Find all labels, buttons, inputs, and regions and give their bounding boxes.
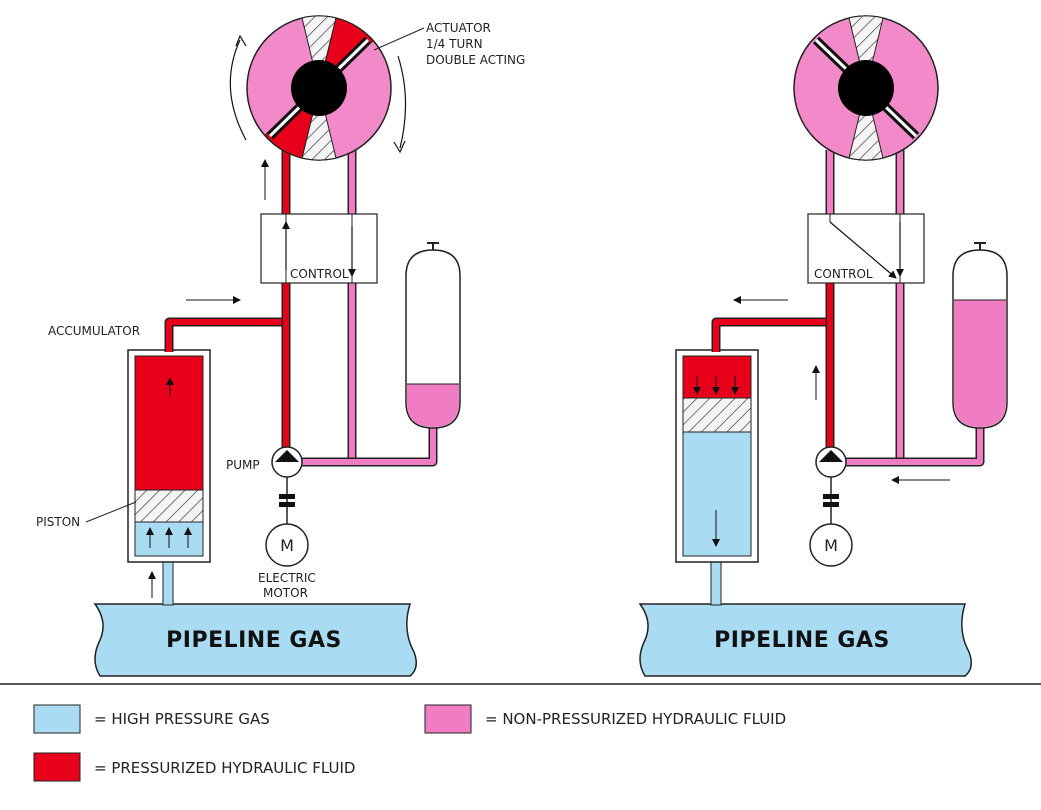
legend-label-high-pressure-gas: = HIGH PRESSURE GAS — [94, 710, 270, 728]
actuator-label-3: DOUBLE ACTING — [426, 53, 525, 67]
pump-label: PUMP — [226, 458, 260, 472]
control-label-right: CONTROL — [814, 267, 873, 281]
legend-swatch-pressurized-fluid — [33, 752, 81, 782]
piston-label: PISTON — [36, 515, 80, 529]
accumulator-label: ACCUMULATOR — [48, 324, 140, 338]
actuator-label-2: 1/4 TURN — [426, 37, 483, 51]
gas-supply-pipe-left — [162, 559, 174, 606]
reservoir-fluid-left — [407, 384, 459, 427]
control-arrow-diag-right — [829, 221, 897, 279]
legend-swatch-high-pressure-gas — [33, 704, 81, 734]
motor-symbol-left: M — [280, 536, 294, 555]
left-system: PIPELINE GAS ACCUMULATOR PISTON — [36, 15, 525, 677]
accumulator-piston-right — [682, 397, 752, 433]
pump-suction-pipe — [300, 424, 438, 467]
pipeline-gas-label-right: PIPELINE GAS — [714, 628, 890, 653]
rotation-arc-right — [397, 55, 407, 149]
actuator-label-1: ACTUATOR — [426, 21, 491, 35]
right-system: PIPELINE GAS CONTROL — [638, 15, 1008, 677]
gas-supply-pipe-right — [710, 559, 722, 606]
motor-icon-left — [265, 523, 309, 567]
electric-motor-label-1: ELECTRIC — [258, 571, 316, 585]
accumulator-gas-right — [682, 431, 752, 557]
accumulator-fluid-left — [134, 355, 204, 491]
accumulator-fluid-right — [682, 355, 752, 399]
legend-label-pressurized-fluid: = PRESSURIZED HYDRAULIC FLUID — [94, 759, 355, 777]
legend-swatch-non-pressurized-fluid — [424, 704, 472, 734]
actuator-right — [793, 15, 939, 161]
accumulator-to-control-pipe — [164, 317, 287, 352]
legend-label-non-pressurized-fluid: = NON-PRESSURIZED HYDRAULIC FLUID — [485, 710, 786, 728]
legend: = HIGH PRESSURE GAS = NON-PRESSURIZED HY… — [33, 704, 786, 782]
motor-symbol-right: M — [824, 536, 838, 555]
pipeline-gas-label-left: PIPELINE GAS — [166, 628, 342, 653]
actuator-leader-line — [373, 27, 425, 51]
control-box-right — [807, 213, 925, 284]
reservoir-fluid-right — [954, 300, 1006, 427]
accumulator-piston-left — [134, 489, 204, 523]
control-box-left — [260, 213, 378, 284]
control-label-left: CONTROL — [290, 267, 349, 281]
pipeline-gas-banner-right — [638, 603, 972, 677]
motor-icon-right — [809, 523, 853, 567]
rotation-arc-left — [229, 39, 247, 141]
electric-motor-label-2: MOTOR — [263, 586, 308, 600]
actuator-left — [229, 15, 407, 161]
piston-leader-line — [85, 501, 137, 523]
pipeline-gas-banner-left — [93, 603, 417, 677]
